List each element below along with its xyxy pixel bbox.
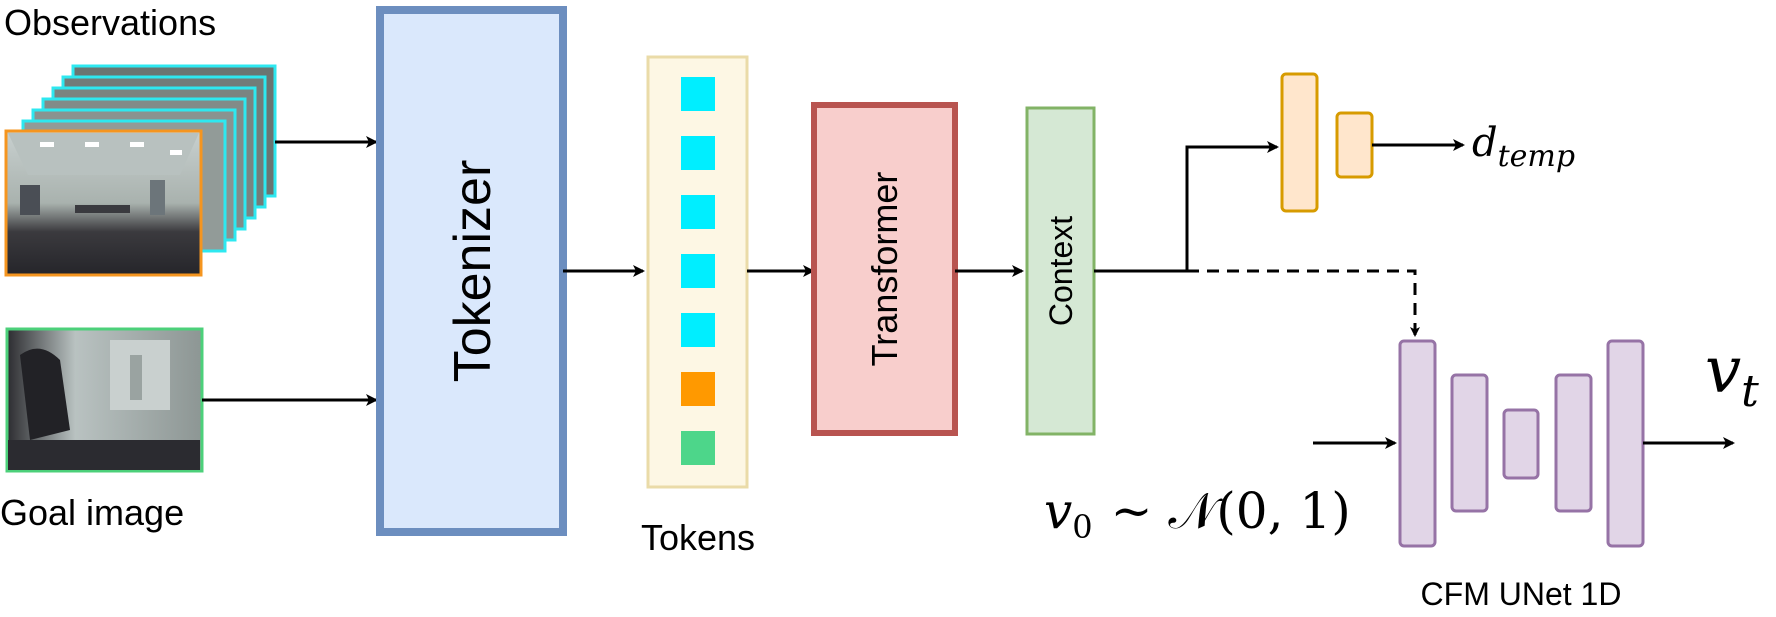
- unet-layer-5: [1606, 339, 1645, 548]
- goal-image-label: Goal image: [0, 492, 184, 533]
- token-orange: [681, 372, 715, 406]
- token-green: [681, 431, 715, 465]
- context-to-temporal-head-arrow: [1094, 141, 1279, 273]
- token-cyan: [681, 136, 715, 170]
- unet-layer-3: [1502, 408, 1540, 480]
- token-cyan: [681, 254, 715, 288]
- token-cyan: [681, 195, 715, 229]
- transformer-block: [811, 102, 958, 436]
- v-t-main: v: [1705, 334, 1741, 408]
- noise-v: v: [1044, 482, 1072, 540]
- context-label: Context: [1043, 216, 1079, 326]
- v-t-label: vt: [1705, 334, 1759, 417]
- transformer-label: Transformer: [864, 172, 905, 367]
- token-cyan: [681, 313, 715, 347]
- unet-layer-1: [1398, 339, 1437, 548]
- token-list: [681, 77, 715, 465]
- temporal-head-layer-1: [1280, 72, 1319, 213]
- v-t-sub: t: [1741, 366, 1759, 417]
- camera-frames-icon: [4, 64, 277, 277]
- unet-label: CFM UNet 1D: [1421, 576, 1622, 612]
- observations-label: Observations: [4, 2, 216, 43]
- context-block: [1025, 106, 1096, 436]
- noise-label: v0 ~ 𝒩(0, 1): [1044, 482, 1351, 546]
- unet-layer-4: [1554, 373, 1593, 513]
- d-temp-sub: temp: [1498, 139, 1575, 174]
- goal-photo-icon: [5, 327, 204, 473]
- unet-layer-2: [1450, 373, 1489, 513]
- tokenizer-label: Tokenizer: [444, 160, 502, 383]
- noise-sub: 0: [1072, 508, 1092, 546]
- noise-distribution: ~ 𝒩(0, 1): [1111, 482, 1351, 540]
- token-cyan: [681, 77, 715, 111]
- d-temp-label: dtemp: [1472, 120, 1575, 174]
- context-to-unet-dashed-arrow: [1187, 269, 1420, 337]
- d-temp-main: d: [1472, 120, 1498, 166]
- tokens-label: Tokens: [641, 517, 755, 558]
- temporal-head-layer-2: [1335, 111, 1374, 179]
